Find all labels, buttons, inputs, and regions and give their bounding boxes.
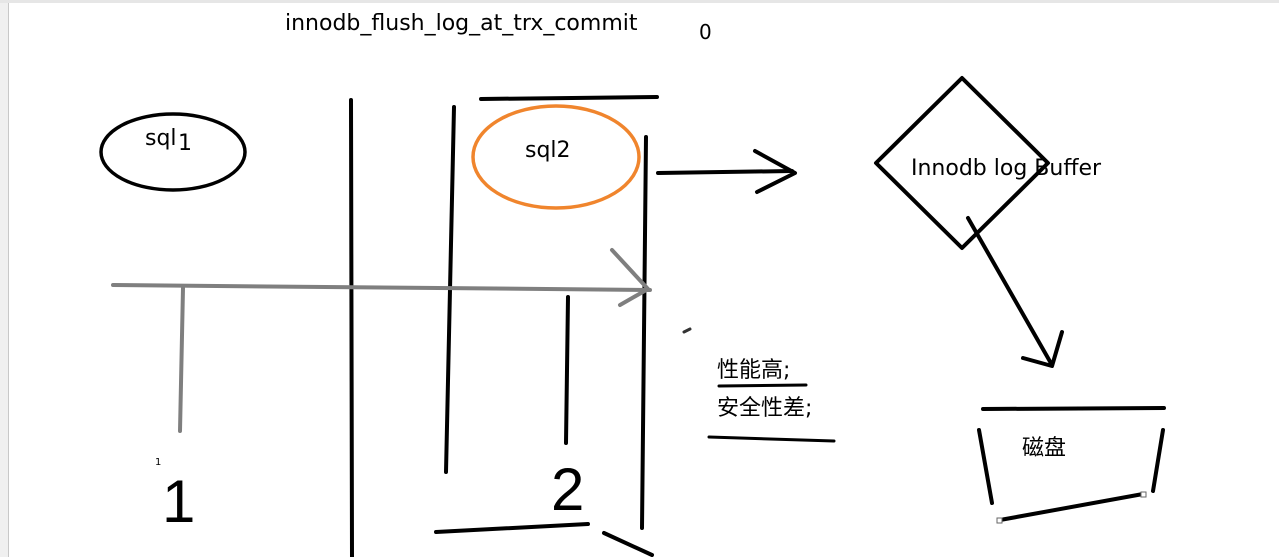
timeline-tick xyxy=(178,286,185,433)
disk-handle-right xyxy=(1140,491,1147,498)
sql1-ellipse xyxy=(99,112,247,192)
marker-two: 2 xyxy=(551,456,585,523)
flush-arrow xyxy=(656,169,794,175)
window-top-edge xyxy=(0,0,1279,3)
window-left-edge xyxy=(0,0,9,557)
disk-top xyxy=(981,406,1166,411)
sql2-label: sql2 xyxy=(525,138,571,163)
note1-underline xyxy=(717,383,808,388)
setting-value-label: 0 xyxy=(699,20,712,44)
divider-line-1 xyxy=(349,98,354,557)
sql1-subscript: 1 xyxy=(178,131,192,156)
divider-line-4 xyxy=(564,295,570,445)
disk-arrow xyxy=(966,216,1054,367)
timeline-arrow-head xyxy=(610,248,650,307)
bottom-diagonal-stroke xyxy=(602,531,654,557)
safety-note: 安全性差; xyxy=(717,396,813,421)
disk-arrow-head xyxy=(1021,330,1064,368)
top-stroke xyxy=(479,95,659,101)
marker-one: 1 xyxy=(162,468,196,535)
disk-right xyxy=(1151,428,1165,493)
disk-handle-left xyxy=(996,517,1003,524)
flush-arrow-head xyxy=(753,149,797,194)
small-marker: 1 xyxy=(155,457,162,468)
diagram-title: innodb_flush_log_at_trx_commit xyxy=(285,11,638,36)
log-buffer-diamond xyxy=(874,76,1050,250)
timeline-arrow xyxy=(111,283,652,292)
divider-line-3 xyxy=(640,135,648,530)
stray-mark xyxy=(682,327,692,334)
disk-left xyxy=(977,428,994,505)
disk-bottom xyxy=(998,492,1145,522)
sql1-label: sql xyxy=(145,126,177,151)
note2-underline xyxy=(707,435,836,443)
performance-note: 性能高; xyxy=(717,358,791,383)
log-buffer-label: Innodb log Buffer xyxy=(911,156,1102,181)
disk-label: 磁盘 xyxy=(1022,436,1067,461)
sql2-ellipse xyxy=(471,104,641,210)
bottom-stroke xyxy=(434,522,590,534)
